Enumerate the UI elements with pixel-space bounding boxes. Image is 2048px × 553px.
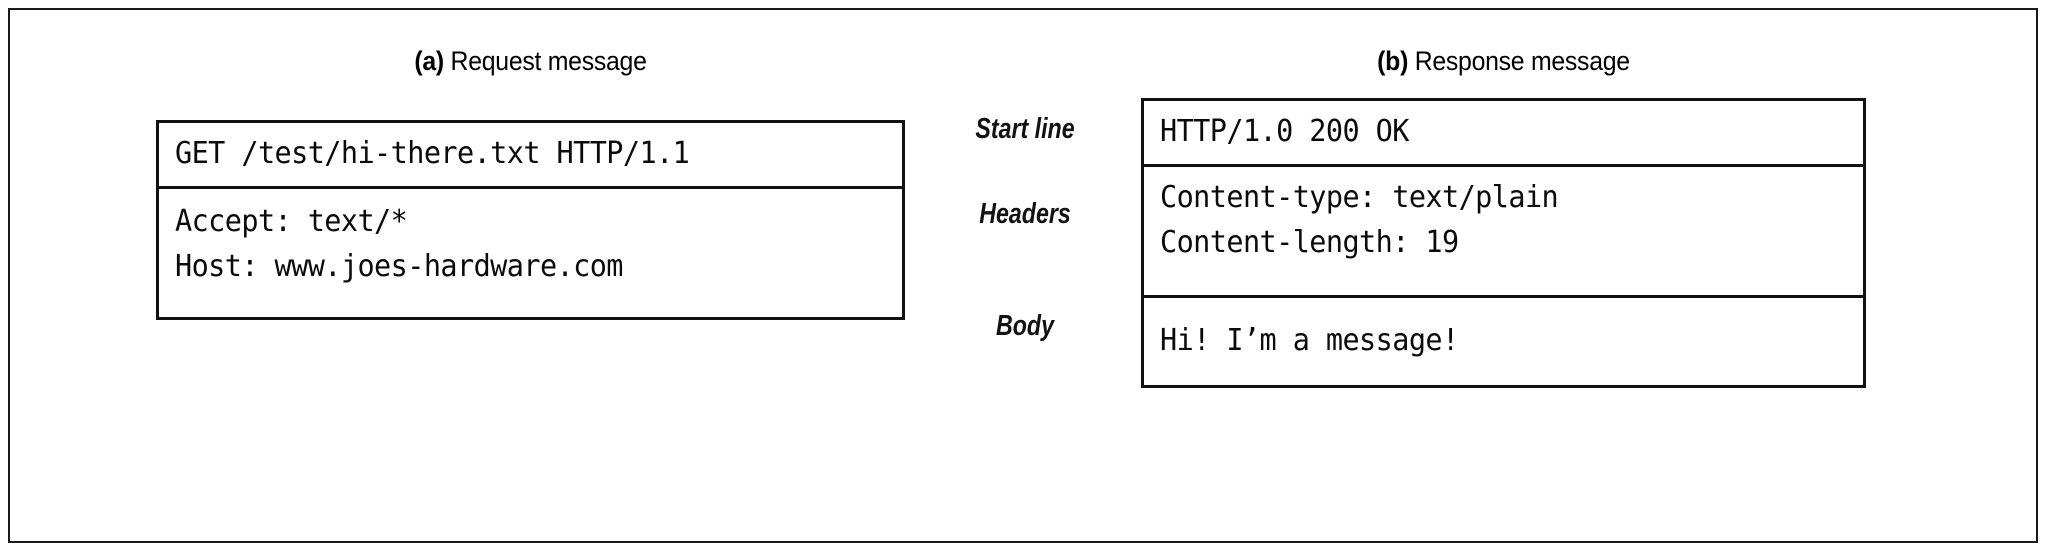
label-headers: Headers <box>979 198 1071 230</box>
request-start-line-section: GET /test/hi-there.txt HTTP/1.1 <box>159 123 902 186</box>
request-message-box: GET /test/hi-there.txt HTTP/1.1 Accept: … <box>156 120 905 320</box>
response-header-line: Content-length: 19 <box>1160 225 1459 260</box>
response-message-box: HTTP/1.0 200 OK Content-type: text/plain… <box>1141 98 1866 388</box>
response-body-section: Hi! I’m a message! <box>1144 295 1863 385</box>
request-header-line: Accept: text/* <box>175 204 408 239</box>
response-body-text: Hi! I’m a message! <box>1160 323 1459 358</box>
response-start-line-section: HTTP/1.0 200 OK <box>1144 101 1863 164</box>
request-panel-caption: (a) Request message <box>186 46 875 77</box>
label-body: Body <box>996 310 1054 342</box>
response-caption-text: Response message <box>1408 46 1630 76</box>
response-caption-tag: (b) <box>1377 46 1409 76</box>
request-caption-text: Request message <box>443 46 647 76</box>
response-start-line-text: HTTP/1.0 200 OK <box>1160 114 1409 149</box>
response-headers-section: Content-type: text/plain Content-length:… <box>1144 164 1863 295</box>
label-start-line: Start line <box>975 113 1075 145</box>
response-panel-caption: (b) Response message <box>1170 46 1837 77</box>
request-start-line-text: GET /test/hi-there.txt HTTP/1.1 <box>175 136 690 171</box>
request-headers-section: Accept: text/* Host: www.joes-hardware.c… <box>159 186 902 320</box>
request-header-line: Host: www.joes-hardware.com <box>175 249 623 284</box>
response-header-line: Content-type: text/plain <box>1160 180 1559 215</box>
request-caption-tag: (a) <box>414 46 444 76</box>
figure-frame: (a) Request message (b) Response message… <box>8 8 2038 543</box>
